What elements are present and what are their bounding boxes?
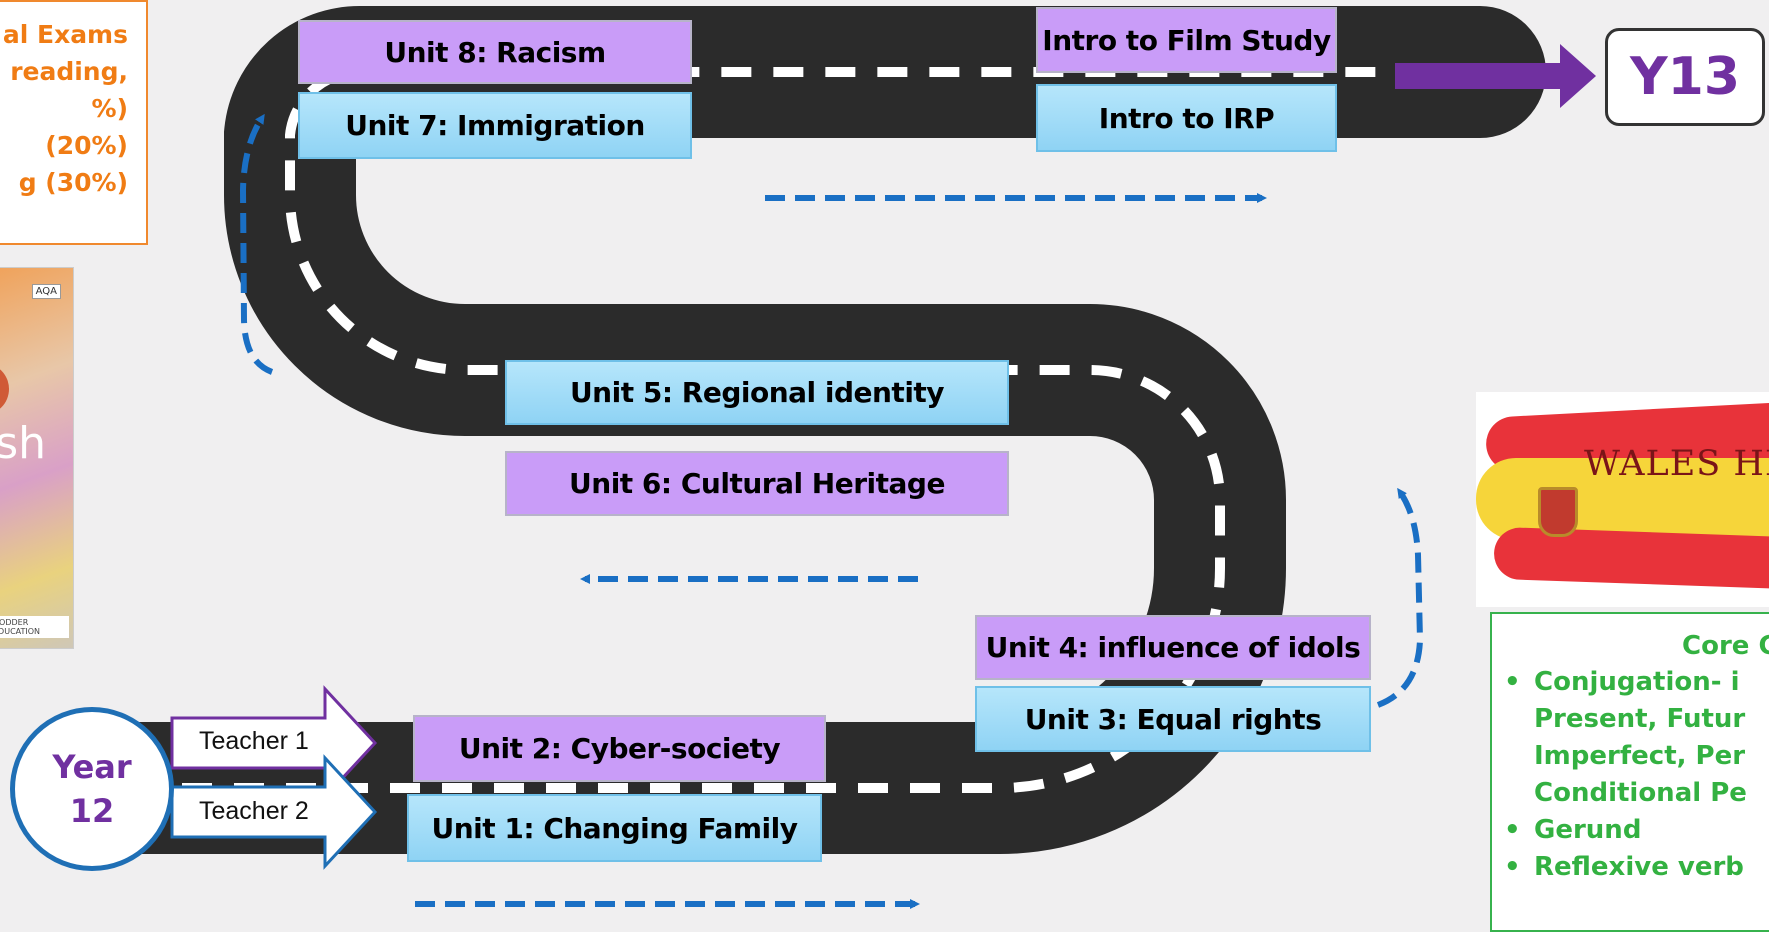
unit-8-box: Unit 8: Racism <box>298 20 692 84</box>
year-12-line-1: Year <box>52 748 132 786</box>
y13-label: Y13 <box>1629 47 1741 107</box>
unit-1-box: Unit 1: Changing Family <box>407 794 822 862</box>
direction-arrow-left-curve <box>239 113 274 375</box>
list-item: Gerund <box>1500 812 1747 849</box>
publisher-logo: HODDER EDUCATION <box>0 616 69 638</box>
banner-text: WALES HIGH S <box>1584 444 1769 484</box>
year-12-badge: Year 12 <box>10 707 174 871</box>
core-grammar-title: Core G <box>1682 631 1769 661</box>
exams-line-3: %) <box>91 94 128 123</box>
exams-line-1: al Exams <box>2 20 128 49</box>
exams-line-4: (20%) <box>45 131 128 160</box>
list-item: Present, Futur <box>1534 704 1746 734</box>
year-12-line-2: 12 <box>69 792 115 830</box>
intro-irp-box: Intro to IRP <box>1036 84 1337 152</box>
intro-film-study-box: Intro to Film Study <box>1036 7 1337 73</box>
book-title-fragment: ish <box>0 418 47 469</box>
exams-box: al Exams reading, %) (20%) g (30%) <box>0 0 148 245</box>
unit-7-box: Unit 7: Immigration <box>298 92 692 159</box>
teacher-1-arrow <box>170 685 378 801</box>
unit-4-box: Unit 4: influence of idols <box>975 615 1371 680</box>
y13-arrow <box>1395 44 1596 108</box>
list-item: Reflexive verb <box>1500 849 1747 886</box>
road-path <box>64 6 1546 854</box>
list-item: Imperfect, Per <box>1534 741 1746 771</box>
unit-6-box: Unit 6: Cultural Heritage <box>505 451 1009 516</box>
unit-2-box: Unit 2: Cyber-society <box>413 715 826 782</box>
teacher-2-arrow <box>170 754 378 870</box>
aqa-badge: AQA <box>31 284 61 299</box>
coat-of-arms-icon <box>1538 487 1578 537</box>
textbook-cover-image: AQA ish HODDER EDUCATION <box>0 267 74 649</box>
unit-5-box: Unit 5: Regional identity <box>505 360 1009 425</box>
exams-line-5: g (30%) <box>18 168 128 197</box>
core-grammar-list: Conjugation- i Present, Futur Imperfect,… <box>1500 664 1747 886</box>
core-grammar-box: Core G Conjugation- i Present, Futur Imp… <box>1490 612 1769 932</box>
direction-arrow-right-curve <box>1376 487 1424 708</box>
teacher-1-label: Teacher 1 <box>199 727 309 755</box>
list-item: Conjugation- i <box>1500 664 1747 701</box>
y13-box: Y13 <box>1605 28 1765 126</box>
school-flag-banner-image: WALES HIGH S <box>1476 392 1769 607</box>
book-circle-decoration <box>0 363 9 415</box>
list-item: Conditional Pe <box>1534 778 1747 808</box>
exams-line-2: reading, <box>10 57 128 86</box>
unit-3-box: Unit 3: Equal rights <box>975 686 1371 752</box>
teacher-2-label: Teacher 2 <box>199 797 309 825</box>
